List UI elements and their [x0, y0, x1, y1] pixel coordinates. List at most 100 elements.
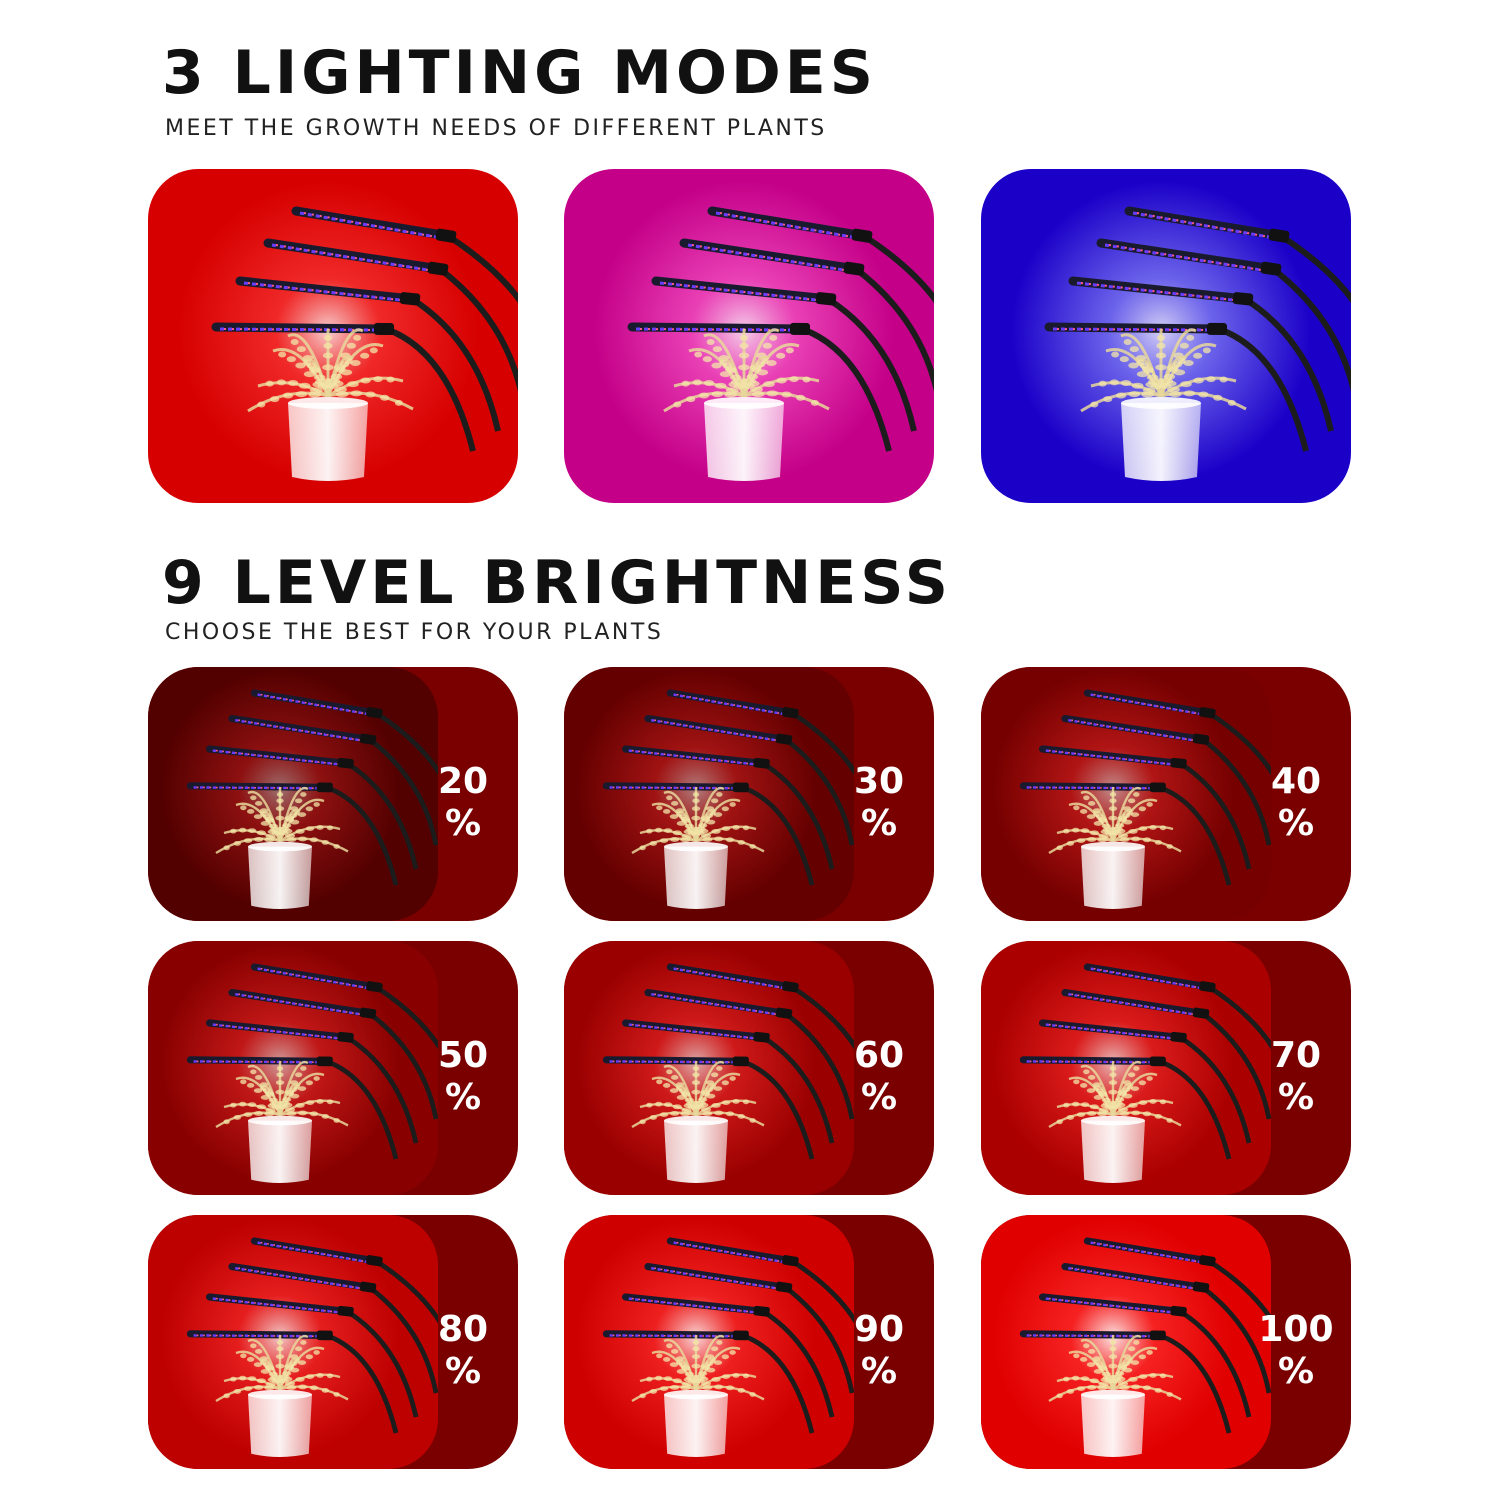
lamp-bar	[206, 1019, 354, 1043]
fern-plant	[1048, 1060, 1182, 1129]
gooseneck-cable	[368, 737, 438, 846]
plant-pot	[664, 1115, 728, 1183]
gooseneck-cable	[826, 296, 917, 432]
brightness-percent-label: 50%	[408, 1035, 518, 1119]
gooseneck-cable	[438, 266, 518, 393]
plant-pot	[1081, 841, 1145, 909]
plant-pot	[248, 841, 312, 909]
lamp-bar	[1096, 238, 1282, 276]
gooseneck-cable	[1271, 266, 1351, 393]
plant-pot	[288, 397, 368, 481]
lamp-bar	[666, 689, 799, 719]
brightness-value: 40	[1270, 761, 1322, 802]
brightness-value: 80	[437, 1309, 489, 1350]
lamp-bar	[666, 963, 799, 993]
fern-plant	[631, 1334, 765, 1403]
gooseneck-cable	[1178, 1035, 1252, 1144]
lamp-scene	[148, 941, 438, 1195]
gooseneck-cable	[1201, 737, 1271, 846]
lamp-bar	[1083, 1237, 1216, 1267]
lamp-scene	[564, 667, 854, 921]
gooseneck-cable	[446, 233, 518, 304]
brightness-percent-label: 30%	[824, 761, 934, 845]
gooseneck-cable	[1207, 1258, 1271, 1362]
gooseneck-cable	[784, 1011, 854, 1120]
brightness-panel-50: 50%	[148, 941, 518, 1195]
fern-plant	[1048, 1334, 1182, 1403]
lamp-bar	[206, 1293, 354, 1317]
brightness-panel-20: 20%	[148, 667, 518, 921]
fern-plant	[215, 786, 349, 855]
lamp-bar	[228, 1263, 377, 1293]
lamp-bar	[250, 1237, 383, 1267]
gooseneck-cable	[374, 710, 438, 814]
lamp-scene	[564, 1215, 854, 1469]
brightness-unit: %	[444, 1351, 482, 1392]
gooseneck-cable	[784, 1285, 854, 1394]
lamp-bar	[1068, 276, 1254, 306]
lamp-scene	[981, 667, 1271, 921]
gooseneck-cable	[741, 1333, 815, 1434]
fern-plant	[631, 786, 765, 855]
brightness-title: 9 LEVEL BRIGHTNESS	[162, 548, 952, 618]
gooseneck-cable	[384, 326, 476, 452]
fern-plant	[663, 328, 830, 413]
gooseneck-cable	[761, 1035, 835, 1144]
brightness-percent-label: 40%	[1241, 761, 1351, 845]
gooseneck-cable	[1158, 1059, 1232, 1160]
lamp-bar	[1039, 1293, 1187, 1317]
lamp-bar	[228, 715, 377, 745]
lamp-bar	[1039, 1019, 1187, 1043]
gooseneck-cable	[790, 984, 854, 1088]
gooseneck-cable	[1207, 984, 1271, 1088]
lamp-bar	[666, 1237, 799, 1267]
fern-plant	[215, 1334, 349, 1403]
lamp-scene	[981, 1215, 1271, 1469]
gooseneck-cable	[345, 761, 419, 870]
lamp-bar	[644, 1263, 793, 1293]
gooseneck-cable	[410, 296, 501, 432]
brightness-percent-label: 60%	[824, 1035, 934, 1119]
lamp-bar	[206, 745, 354, 769]
gooseneck-cable	[345, 1035, 419, 1144]
plant-pot	[664, 841, 728, 909]
lamp-bar	[1061, 715, 1210, 745]
brightness-percent-label: 80%	[408, 1309, 518, 1393]
brightness-percent-label: 70%	[1241, 1035, 1351, 1119]
gooseneck-cable	[325, 1333, 399, 1434]
gooseneck-cable	[1279, 233, 1351, 304]
plant-pot	[704, 397, 784, 481]
gooseneck-cable	[800, 326, 892, 452]
lighting-mode-panel-blue	[981, 169, 1351, 503]
gooseneck-cable	[761, 1309, 835, 1418]
lamp-scene	[981, 169, 1351, 503]
gooseneck-cable	[1201, 1285, 1271, 1394]
lamp-scene	[564, 941, 854, 1195]
brightness-panel-40: 40%	[981, 667, 1351, 921]
brightness-value: 20	[437, 761, 489, 802]
brightness-value: 50	[437, 1035, 489, 1076]
brightness-unit: %	[1277, 803, 1315, 844]
fern-plant	[215, 1060, 349, 1129]
brightness-panel-80: 80%	[148, 1215, 518, 1469]
fern-plant	[1048, 786, 1182, 855]
gooseneck-cable	[1217, 326, 1309, 452]
lighting-mode-panel-red	[148, 169, 518, 503]
brightness-value: 100	[1258, 1309, 1334, 1350]
lamp-scene	[981, 941, 1271, 1195]
lamp-scene	[148, 1215, 438, 1469]
gooseneck-cable	[1243, 296, 1334, 432]
lamp-bar	[250, 689, 383, 719]
brightness-value: 30	[853, 761, 905, 802]
fern-plant	[247, 328, 414, 413]
lamp-bar	[1061, 1263, 1210, 1293]
plant-pot	[1081, 1389, 1145, 1457]
brightness-subtitle: CHOOSE THE BEST FOR YOUR PLANTS	[165, 620, 664, 645]
brightness-unit: %	[860, 803, 898, 844]
gooseneck-cable	[790, 710, 854, 814]
brightness-panel-60: 60%	[564, 941, 934, 1195]
lamp-bar	[707, 206, 873, 243]
gooseneck-cable	[325, 785, 399, 886]
lamp-bar	[263, 238, 449, 276]
brightness-panel-100: 100%	[981, 1215, 1351, 1469]
